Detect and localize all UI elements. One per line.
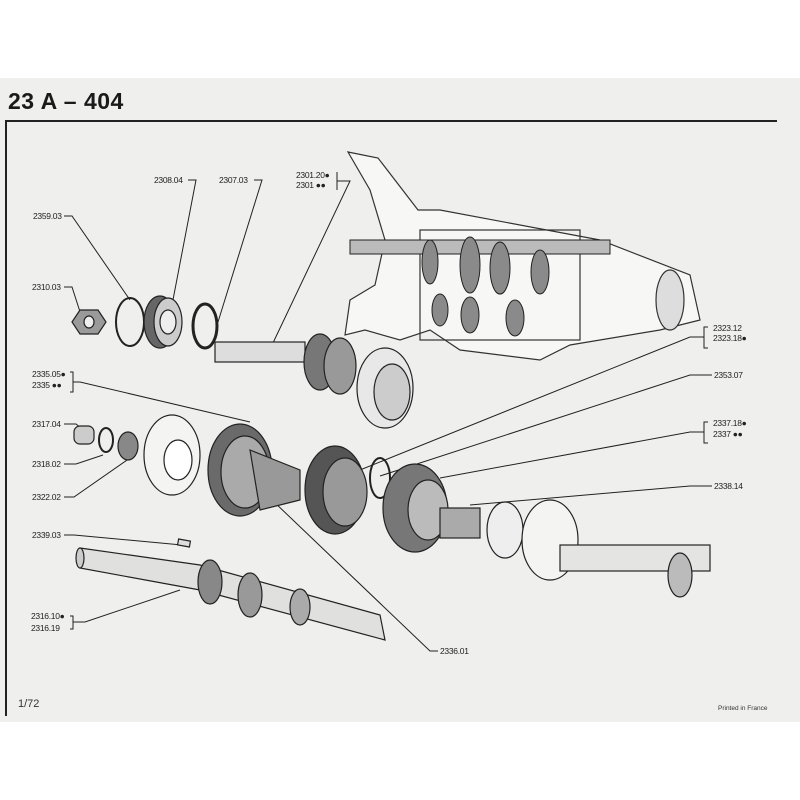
part-label-2336-01: 2336.01 [440,646,469,656]
mainshaft-parts [73,414,711,598]
leader-2353-07 [379,374,712,477]
page-number: 1/72 [18,698,40,710]
leader-2336-01 [271,499,438,652]
part-label-2335-05: 2335.05● [32,369,66,379]
part-label-2339-03: 2339.03 [32,530,61,540]
leader-2310-03 [64,286,83,319]
part-label-2337-18: 2337.18● [713,418,747,428]
leader-lines [64,172,712,652]
part-label-2317-04: 2317.04 [32,419,61,429]
part-label-2353-07: 2353.07 [714,370,743,380]
part-label-2307-03: 2307.03 [219,175,248,185]
part-label-2322-02: 2322.02 [32,492,61,502]
part-label-2335: 2335 ●● [32,380,62,390]
part-label-2337: 2337 ●● [713,429,743,439]
part-label-2338-14: 2338.14 [714,481,743,491]
key-2339-03 [176,538,192,548]
bush-2338-14 [439,507,481,539]
leader-2335 [70,371,251,423]
leader-2339-03 [64,534,183,546]
part-label-2316-19: 2316.19 [31,623,60,633]
part-label-2318-02: 2318.02 [32,459,61,469]
part-label-2301-20: 2301.20● [296,170,330,180]
washer-2307-03 [191,302,219,350]
layshaft-2316 [75,538,386,641]
leader-2359-03 [64,215,131,301]
leader-2318-02 [64,454,104,465]
part-label-2323-18: 2323.18● [713,333,747,343]
leader-2316 [70,589,181,630]
leader-2322-02 [64,457,131,498]
leader-2301 [271,172,351,346]
part-label-2308-04: 2308.04 [154,175,183,185]
bearing-2317-04 [73,425,95,445]
part-label-2323-12: 2323.12 [713,323,742,333]
circlip-2359-03 [115,297,145,347]
page-title: 23 A – 404 [8,88,124,114]
leader-2323 [359,326,708,471]
leader-2337 [439,421,708,479]
left-border [5,120,7,716]
housing-gears [349,236,611,337]
part-label-2301: 2301 ●● [296,180,326,190]
input-shaft-parts [71,295,414,429]
leader-2338-14 [469,485,712,506]
part-label-2359-03: 2359.03 [33,211,62,221]
part-label-2316-10: 2316.10● [31,611,65,621]
shaft-2301 [214,341,306,363]
header-rule [5,120,777,122]
leader-2308-04 [171,179,197,306]
leader-2307-03 [217,179,263,323]
printed-in-france: Printed in France [718,705,768,712]
part-label-2310-03: 2310.03 [32,282,61,292]
